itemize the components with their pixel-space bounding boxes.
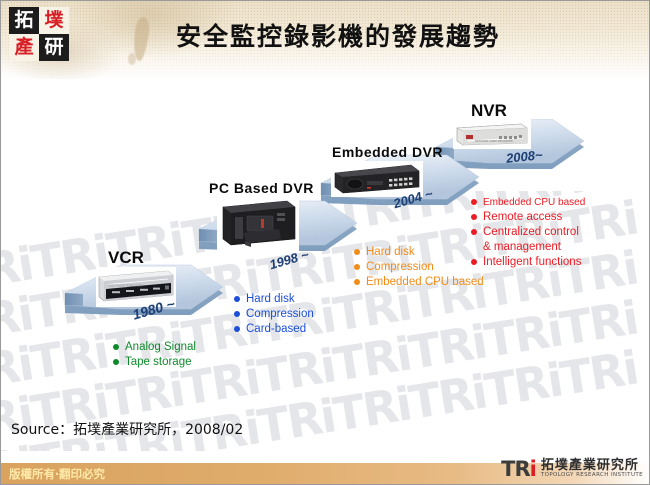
bullet-dot xyxy=(113,359,119,365)
copyright-text: 版權所有‧翻印必究 xyxy=(9,467,106,481)
bullet-text: Centralized control xyxy=(483,226,579,238)
bullet-text: Remote access xyxy=(483,211,563,223)
logo-char-4: 研 xyxy=(39,34,69,61)
header-texture xyxy=(1,1,649,79)
list-item: Compression xyxy=(234,307,314,322)
list-item: Intelligent functions xyxy=(471,255,585,270)
bullet-text: Tape storage xyxy=(125,356,192,368)
bullet-dot xyxy=(234,296,240,302)
bullet-text: Compression xyxy=(366,261,434,273)
vcr-device-icon: VIDEO CASSETTE RECORDER xyxy=(96,267,176,312)
tri-logo-name-cn: 拓墣產業研究所 xyxy=(540,458,639,474)
bullet-text: Intelligent functions xyxy=(483,256,582,268)
bullets-pc-based-dvr: Hard disk Compression Card-based xyxy=(234,292,314,337)
logo-char-3: 產 xyxy=(9,34,39,61)
taiwan-map-watermark-small xyxy=(128,53,136,65)
stage-label-nvr: NVR xyxy=(471,101,507,120)
bullet-dot xyxy=(354,249,360,255)
bullet-text: Hard disk xyxy=(366,246,415,258)
bullet-dot xyxy=(471,259,477,265)
list-item: Hard disk xyxy=(234,292,314,307)
bullet-dot xyxy=(354,279,360,285)
list-item: Tape storage xyxy=(113,355,196,370)
bullet-text: Card-based xyxy=(246,323,307,335)
tri-wordmark: TRi xyxy=(501,456,537,481)
bullet-text: Analog Signal xyxy=(125,341,196,353)
stage-label-pc-based-dvr: PC Based DVR xyxy=(209,180,314,196)
bullet-text: Compression xyxy=(246,308,314,320)
bullet-text: Embedded CPU based xyxy=(483,197,586,208)
bullet-dot xyxy=(471,199,477,205)
embedded-dvr-device-icon xyxy=(331,161,423,202)
svg-text:NETWORK VIDEO RECORDER: NETWORK VIDEO RECORDER xyxy=(475,139,513,143)
list-item: Embedded CPU based xyxy=(471,195,585,210)
tri-logo-names: 拓墣產業研究所 TOPOLOGY RESEARCH INSTITUTE xyxy=(541,459,643,479)
stage-label-vcr: VCR xyxy=(108,248,144,267)
tri-wordmark-accent: i xyxy=(529,456,537,481)
list-item: Centralized control xyxy=(471,225,585,240)
list-item: Remote access xyxy=(471,210,585,225)
pc-tower-device-icon xyxy=(217,197,299,256)
page-title: 安全監控錄影機的發展趨勢 xyxy=(176,22,501,51)
stage-label-embedded-dvr: Embedded DVR xyxy=(332,144,444,160)
tri-logo-bottom-right: TRi 拓墣產業研究所 TOPOLOGY RESEARCH INSTITUTE xyxy=(501,456,643,482)
bullet-dot xyxy=(354,264,360,270)
list-item: Embedded CPU based xyxy=(354,275,484,290)
list-item: Card-based xyxy=(234,322,314,337)
bullet-dot xyxy=(234,311,240,317)
footer-bar: 版權所有‧翻印必究 xyxy=(1,463,649,484)
list-item: Hard disk xyxy=(354,245,484,260)
tri-logo-top-left: 拓 墣 產 研 xyxy=(9,7,69,61)
bullet-dot xyxy=(234,326,240,332)
logo-char-1: 拓 xyxy=(9,7,39,34)
bullet-dot xyxy=(113,344,119,350)
bullets-vcr: Analog Signal Tape storage xyxy=(113,340,196,370)
tri-logo-name-en: TOPOLOGY RESEARCH INSTITUTE xyxy=(540,472,643,479)
bullet-text: Hard disk xyxy=(246,293,295,305)
list-item: & management xyxy=(471,240,585,255)
bullet-text: Embedded CPU based xyxy=(366,276,484,288)
bullets-nvr: Embedded CPU based Remote access Central… xyxy=(471,195,585,270)
bullets-embedded-dvr: Hard disk Compression Embedded CPU based xyxy=(354,245,484,290)
list-item: Compression xyxy=(354,260,484,275)
svg-text:VIDEO CASSETTE RECORDER: VIDEO CASSETTE RECORDER xyxy=(108,285,143,288)
list-item: Analog Signal xyxy=(113,340,196,355)
bullet-dot xyxy=(471,229,477,235)
nvr-device-icon: NETWORK VIDEO RECORDER xyxy=(453,119,531,154)
bullet-dot xyxy=(471,214,477,220)
bullet-text: & management xyxy=(483,241,561,253)
source-note: Source：拓墣產業研究所，2008/02 xyxy=(11,422,244,438)
logo-char-2: 墣 xyxy=(39,7,69,34)
